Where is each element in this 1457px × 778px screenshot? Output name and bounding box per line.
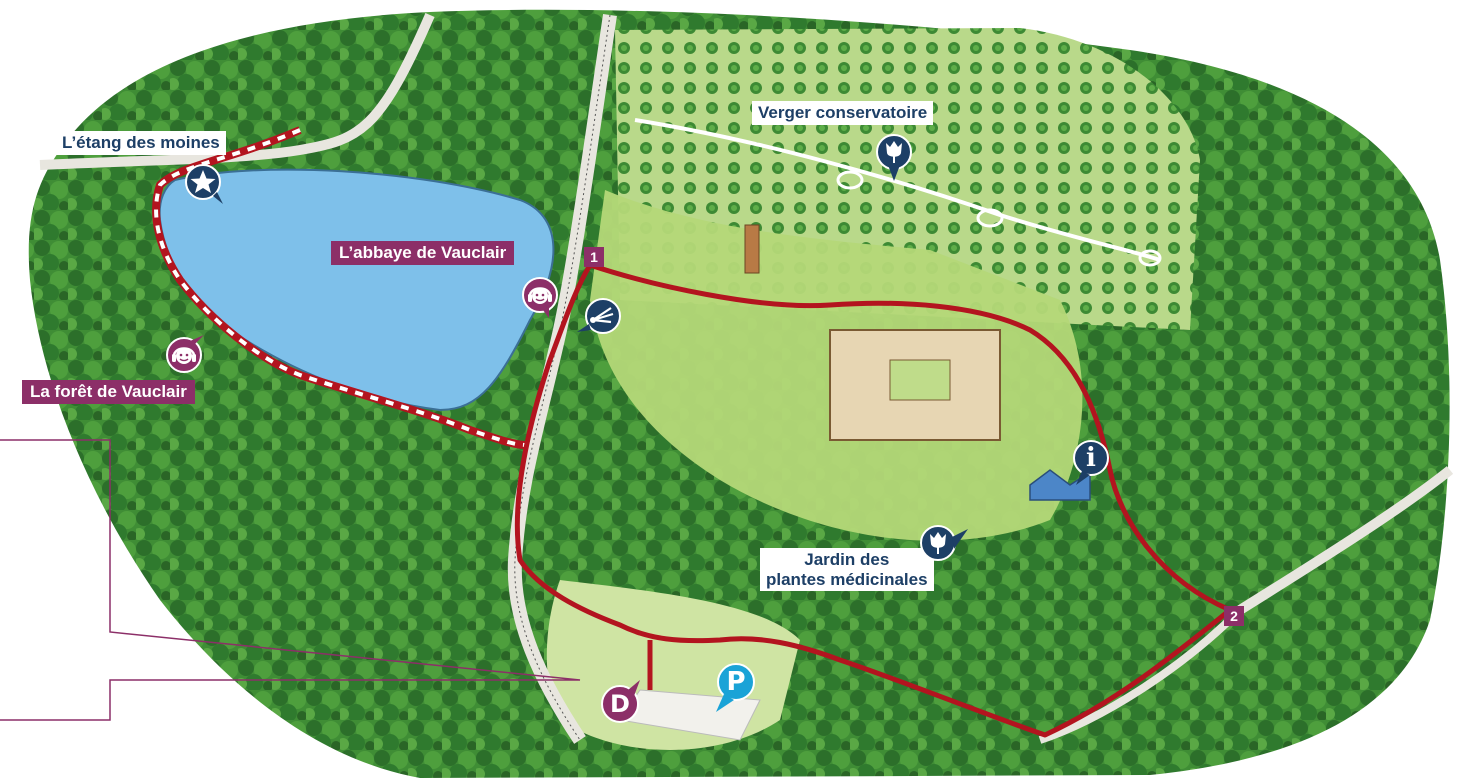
label-jardin-line2: plantes médicinales (766, 569, 928, 589)
viewpoint-marker[interactable] (575, 296, 623, 340)
headphones-icon (166, 335, 204, 373)
step-marker-1[interactable]: 1 (584, 247, 604, 267)
callout-line (0, 439, 581, 721)
garden-marker-verger[interactable] (872, 133, 916, 183)
star-icon (185, 164, 223, 204)
parking-pin-shape (716, 663, 755, 712)
poi-etang-marker[interactable] (183, 162, 227, 206)
parking-letter: P (726, 667, 746, 697)
binoculars-icon (577, 298, 621, 334)
tower (744, 224, 760, 274)
audio-marker-abbaye[interactable] (519, 276, 563, 320)
road-north-south (507, 13, 617, 744)
info-marker[interactable]: i (1068, 437, 1114, 487)
info-pin-shape (1073, 440, 1109, 485)
label-jardin-plantes-medicinales: Jardin des plantes médicinales (760, 548, 934, 592)
road-east (1237, 466, 1454, 615)
tulip-icon (876, 134, 912, 181)
parking-marker[interactable]: P (712, 662, 758, 714)
tulip-icon (920, 525, 968, 561)
label-etang-des-moines: L’étang des moines (56, 131, 226, 155)
garden-marker-jardin[interactable] (916, 521, 970, 565)
depart-letter: D (610, 690, 630, 718)
label-foret-de-vauclair: La forêt de Vauclair (22, 380, 195, 404)
label-verger-conservatoire: Verger conservatoire (752, 101, 934, 125)
road-southeast (1038, 607, 1243, 744)
depart-pin-shape (601, 680, 640, 723)
depart-marker[interactable]: D (598, 678, 644, 728)
label-abbaye-de-vauclair: L’abbaye de Vauclair (331, 241, 515, 265)
info-icon: i (1086, 443, 1096, 473)
road-west (39, 13, 435, 170)
main-route (514, 262, 1233, 738)
audio-marker-foret[interactable] (162, 333, 206, 377)
label-jardin-line1: Jardin des (804, 550, 890, 569)
step-marker-2[interactable]: 2 (1224, 606, 1244, 626)
headphones-icon (522, 277, 558, 318)
